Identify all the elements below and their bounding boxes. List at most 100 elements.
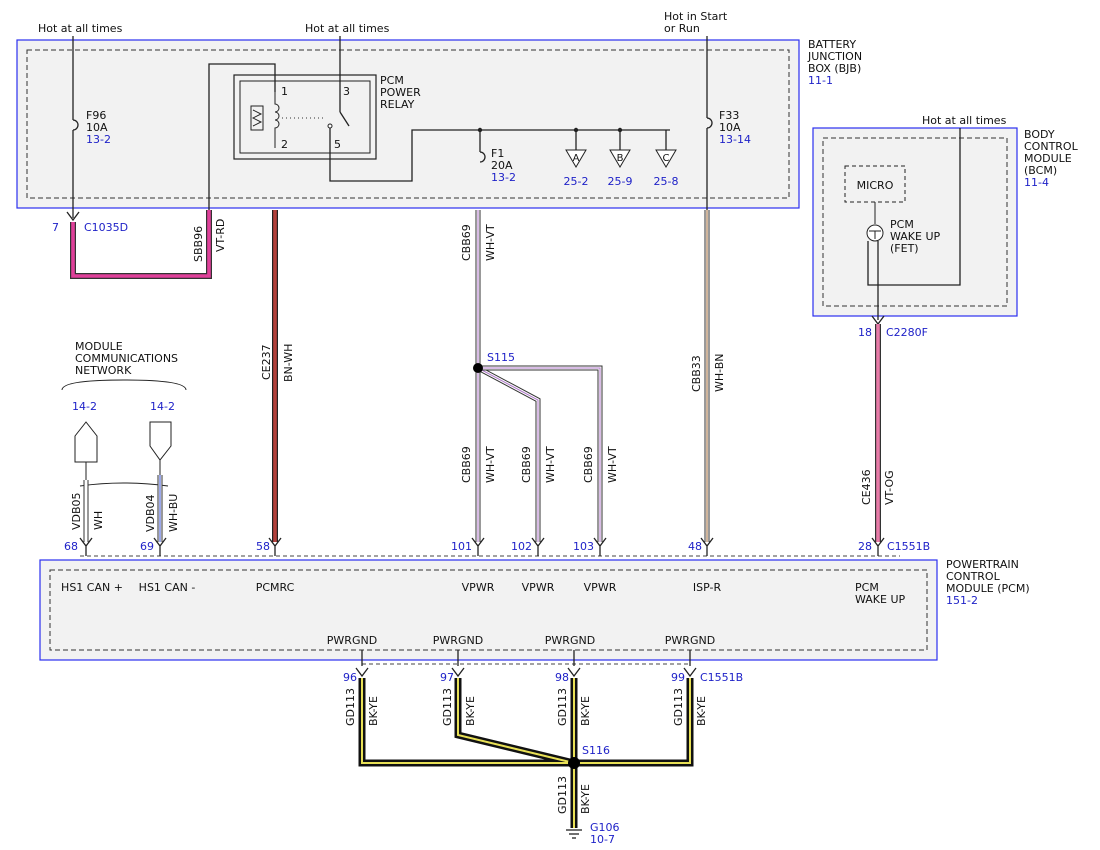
bcm-name-1: BODY [1024, 128, 1055, 141]
hot-in-start-1: Hot in Start [664, 10, 728, 23]
pwrgnd-98: PWRGND [545, 634, 595, 647]
f33-name: F33 [719, 109, 739, 122]
cbb69-c-color: WH-VT [606, 446, 619, 483]
tap-b-letter: B [617, 153, 624, 164]
pwrgnd-97: PWRGND [433, 634, 483, 647]
tap-a: A 25-2 [564, 127, 589, 188]
pin-103-label: VPWR [584, 581, 617, 594]
pin-103: 103 [573, 540, 594, 553]
pin-101-label: VPWR [462, 581, 495, 594]
pcm-name-3: MODULE (PCM) [946, 582, 1030, 595]
pin-69: 69 [140, 540, 154, 553]
cbb69-a-circuit: CBB69 [460, 446, 473, 483]
cbb69-top-color: WH-VT [484, 224, 497, 261]
c2280f-name: C2280F [886, 326, 928, 339]
battery-junction-box: BATTERY JUNCTION BOX (BJB) 11-1 [16, 38, 862, 209]
pcm-pin-28: 28 C1551B PCM WAKE UP [855, 537, 930, 606]
vdb04-circuit: VDB04 [144, 494, 157, 532]
pin-58: 58 [256, 540, 270, 553]
tap-c: C 25-8 [654, 130, 678, 188]
wire-vdb05: VDB05 WH [70, 480, 105, 542]
pcm-pin-48: 48 ISP-R [688, 537, 721, 594]
pin-69-label: HS1 CAN - [139, 581, 196, 594]
relay-pin-1: 1 [281, 85, 288, 98]
relay-name-1: PCM [380, 74, 404, 87]
cbb33-color: WH-BN [713, 354, 726, 393]
pcm-pin-103: 103 VPWR [573, 537, 617, 594]
cbb69-a-color: WH-VT [484, 446, 497, 483]
ce237-color: BN-WH [282, 344, 295, 382]
bjb-name-1: BATTERY [808, 38, 856, 51]
f33-amps: 10A [719, 121, 741, 134]
pin-68: 68 [64, 540, 78, 553]
f1-name: F1 [491, 147, 504, 160]
splice-s115 [473, 363, 483, 373]
module-communications-network: MODULE COMMUNICATIONS NETWORK 14-2 14-2 [61, 340, 187, 492]
pcm-name-2: CONTROL [946, 570, 1001, 583]
cbb69-b-color: WH-VT [544, 446, 557, 483]
s115-label: S115 [487, 351, 515, 364]
cbb69-top-circuit: CBB69 [460, 224, 473, 261]
gd113-97-color: BK-YE [464, 696, 477, 726]
ground-ref: 10-7 [590, 833, 615, 846]
c1551b-top: C1551B [887, 540, 930, 553]
fuse-f33: F33 10A 13-14 [706, 36, 751, 210]
gd113-99-color: BK-YE [695, 696, 708, 726]
powertrain-control-module: POWERTRAIN CONTROL MODULE (PCM) 151-2 [39, 555, 1030, 661]
f96-ref: 13-2 [86, 133, 111, 146]
c2280f-pin: 18 [858, 326, 872, 339]
hot-at-all-times-mid: Hot at all times [305, 22, 390, 35]
vdb05-circuit: VDB05 [70, 492, 83, 530]
ce436-color: VT-OG [883, 470, 896, 505]
network-line-2: COMMUNICATIONS [75, 352, 178, 365]
pin-96: 96 [343, 671, 357, 684]
pin-28-label: PCM [855, 581, 879, 594]
pcm-ref: 151-2 [946, 594, 978, 607]
wire-ce436: CE436 VT-OG [860, 324, 896, 542]
ground-name: G106 [590, 821, 620, 834]
connector-c1035d-symbol [66, 211, 80, 222]
wire-ce237: CE237 BN-WH [260, 210, 295, 542]
ground-icon [566, 829, 582, 839]
bcm-ref: 11-4 [1024, 176, 1049, 189]
relay-pin-5: 5 [334, 138, 341, 151]
fuse-f1: F1 20A 13-2 [477, 127, 516, 184]
network-ref-left: 14-2 [72, 400, 97, 413]
fet-label-2: WAKE UP [890, 230, 941, 243]
network-line-1: MODULE [75, 340, 123, 353]
pin-28-wake-up: WAKE UP [855, 593, 906, 606]
c1551b-bottom: C1551B [700, 671, 743, 684]
bcm-name-4: (BCM) [1024, 164, 1057, 177]
gd113-98-color: BK-YE [579, 696, 592, 726]
network-ref-right: 14-2 [150, 400, 175, 413]
f96-amps: 10A [86, 121, 108, 134]
pcm-gnd-pins: 96 97 98 99 C1551B [343, 650, 743, 684]
bcm-name-3: MODULE [1024, 152, 1072, 165]
wire-sbb96: SBB96 VT-RD [70, 210, 227, 279]
pwrgnd-99: PWRGND [665, 634, 715, 647]
pcm-power-relay: PCM POWER RELAY 1 2 3 5 [233, 36, 670, 182]
f1-amps: 20A [491, 159, 513, 172]
s116-label: S116 [582, 744, 610, 757]
hot-at-all-times-bcm: Hot at all times [922, 114, 1007, 127]
pcm-pin-102: 102 VPWR [511, 537, 555, 594]
fuse-f96: F96 10A 13-2 [72, 36, 111, 218]
vdb04-color: WH-BU [167, 494, 180, 532]
pwrgnd-96: PWRGND [327, 634, 377, 647]
vdb05-color: WH [92, 511, 105, 530]
pcm-pin-68: 68 HS1 CAN + [61, 537, 123, 594]
relay-pin-2: 2 [281, 138, 288, 151]
gd113-96-color: BK-YE [367, 696, 380, 726]
bjb-name-2: JUNCTION [807, 50, 862, 63]
hot-at-all-times-left: Hot at all times [38, 22, 123, 35]
pin-68-label: HS1 CAN + [61, 581, 123, 594]
pin-101: 101 [451, 540, 472, 553]
pin-97: 97 [440, 671, 454, 684]
wire-gd113 [358, 678, 694, 828]
ce436-circuit: CE436 [860, 469, 873, 505]
tap-a-ref: 25-2 [564, 175, 589, 188]
body-control-module: BODY CONTROL MODULE (BCM) 11-4 Hot at al… [812, 114, 1079, 320]
gd113-98-circuit: GD113 [556, 688, 569, 726]
wire-cbb33: CBB33 WH-BN [690, 210, 726, 542]
